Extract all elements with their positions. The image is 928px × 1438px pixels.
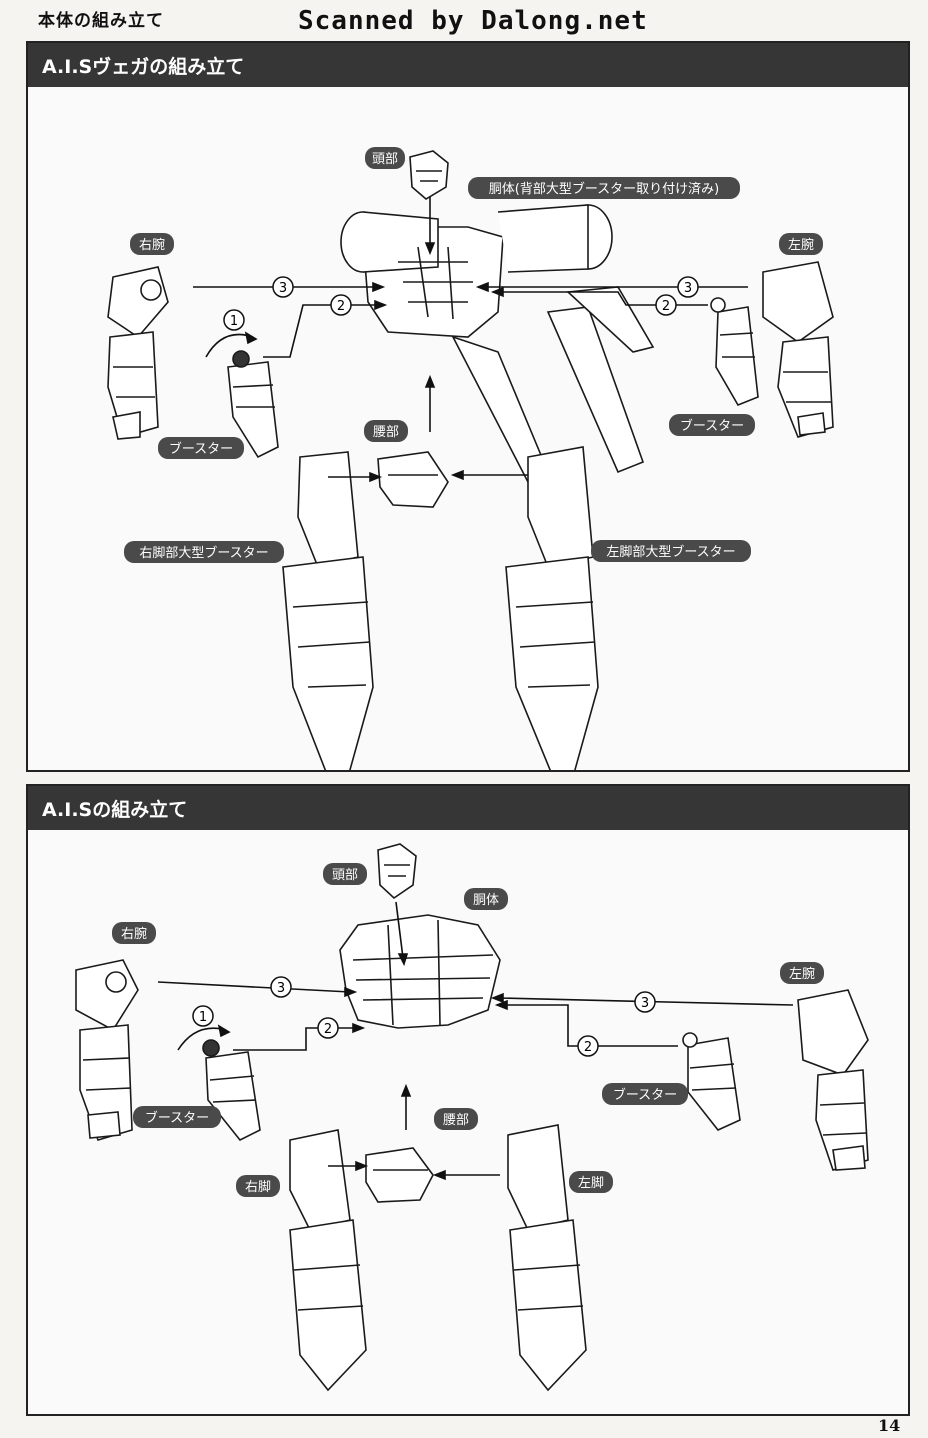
label-head: 頭部 [323, 863, 367, 885]
step-circle-3-left: 3 [634, 991, 656, 1013]
panel-ais-assembly: A.I.Sの組み立て [26, 784, 910, 1416]
left-arm-part [797, 989, 869, 1171]
section-title: 本体の組み立て [38, 11, 164, 31]
label-booster-right: ブースター [602, 1083, 688, 1105]
step-circle-1: 1 [223, 309, 245, 331]
label-booster-left: ブースター [133, 1106, 221, 1128]
torso-part [340, 204, 613, 338]
panel-title: A.I.Sの組み立て [42, 799, 188, 821]
svg-text:左脚: 左脚 [578, 1175, 604, 1191]
svg-text:3: 3 [684, 281, 692, 296]
svg-text:腰部: 腰部 [373, 425, 399, 440]
label-left-arm: 左腕 [779, 233, 823, 255]
torso-part [339, 914, 501, 1029]
svg-text:ブースター: ブースター [613, 1087, 677, 1103]
page-header: 本体の組み立て Scanned by Dalong.net [0, 0, 928, 40]
label-booster-right: ブースター [669, 414, 755, 436]
booster-part-right [710, 297, 759, 406]
label-left-leg: 左脚部大型ブースター [591, 540, 751, 562]
ais-assembly-diagram: 3 3 2 2 1 頭部 胴体 右腕 [75, 843, 869, 1392]
step-circle-2-right: 2 [317, 1017, 339, 1039]
head-part [409, 150, 449, 200]
svg-text:右腕: 右腕 [139, 237, 165, 253]
panel-vega-assembly: A.I.Sヴェガの組み立て [26, 41, 910, 772]
waist-part [377, 451, 449, 508]
label-right-arm: 右腕 [112, 922, 156, 944]
back-fin-parts [451, 286, 655, 484]
label-head: 頭部 [365, 147, 405, 169]
svg-text:左腕: 左腕 [788, 237, 814, 253]
label-waist: 腰部 [434, 1108, 478, 1130]
booster-part-left [227, 350, 279, 459]
page-number: 14 [878, 1416, 901, 1435]
svg-text:2: 2 [324, 1022, 332, 1037]
right-arm-part [75, 959, 139, 1141]
svg-text:ブースター: ブースター [145, 1110, 209, 1126]
svg-text:3: 3 [279, 281, 287, 296]
svg-text:左脚部大型ブースター: 左脚部大型ブースター [606, 544, 735, 560]
right-leg-booster-part [282, 451, 374, 770]
svg-text:1: 1 [199, 1010, 207, 1025]
panel-title-bar: A.I.Sの組み立て [28, 786, 908, 830]
svg-text:胴体(背部大型ブースター取り付け済み): 胴体(背部大型ブースター取り付け済み) [489, 181, 720, 197]
waist-part [365, 1147, 434, 1203]
svg-text:右脚部大型ブースター: 右脚部大型ブースター [139, 545, 268, 561]
svg-text:右腕: 右腕 [121, 926, 147, 942]
label-torso: 胴体 [464, 888, 508, 910]
label-booster-left: ブースター [158, 437, 244, 459]
label-torso: 胴体(背部大型ブースター取り付け済み) [468, 177, 740, 199]
right-arm-part [107, 266, 169, 440]
label-right-arm: 右腕 [130, 233, 174, 255]
svg-text:頭部: 頭部 [332, 868, 358, 883]
step-circle-2-left: 2 [655, 294, 677, 316]
step-circle-3-right: 3 [272, 276, 294, 298]
booster-part-right [682, 1032, 741, 1131]
label-left-leg: 左脚 [569, 1171, 613, 1193]
svg-text:2: 2 [337, 299, 345, 314]
head-part [377, 843, 417, 900]
label-left-arm: 左腕 [780, 962, 824, 984]
svg-text:ブースター: ブースター [169, 441, 233, 457]
left-leg-booster-part [505, 446, 599, 770]
svg-text:頭部: 頭部 [372, 152, 398, 167]
svg-text:3: 3 [277, 981, 285, 996]
step-circle-1: 1 [192, 1005, 214, 1027]
step-circle-3-left: 3 [677, 276, 699, 298]
svg-text:胴体: 胴体 [473, 893, 499, 908]
svg-text:3: 3 [641, 996, 649, 1011]
svg-text:ブースター: ブースター [680, 418, 744, 434]
svg-text:腰部: 腰部 [443, 1113, 469, 1128]
left-leg-part [507, 1124, 587, 1392]
svg-text:2: 2 [584, 1040, 592, 1055]
step-circle-2-left: 2 [577, 1035, 599, 1057]
svg-text:1: 1 [230, 314, 238, 329]
svg-text:右脚: 右脚 [245, 1179, 271, 1195]
step-circle-3-right: 3 [270, 976, 292, 998]
booster-part-left [202, 1039, 261, 1142]
label-right-leg: 右脚部大型ブースター [124, 541, 284, 563]
svg-text:左腕: 左腕 [789, 966, 815, 982]
vega-assembly-diagram: 3 3 2 2 1 頭部 胴体(背部大型ブースター取り付け済み) [107, 147, 834, 770]
panel-title: A.I.Sヴェガの組み立て [42, 56, 245, 78]
panel-title-bar: A.I.Sヴェガの組み立て [28, 43, 908, 87]
left-arm-part [762, 261, 834, 438]
svg-text:2: 2 [662, 299, 670, 314]
step-circle-2-right: 2 [330, 294, 352, 316]
label-waist: 腰部 [364, 420, 408, 442]
scan-credit: Scanned by Dalong.net [298, 6, 648, 36]
label-right-leg: 右脚 [236, 1175, 280, 1197]
right-leg-part [289, 1129, 367, 1392]
